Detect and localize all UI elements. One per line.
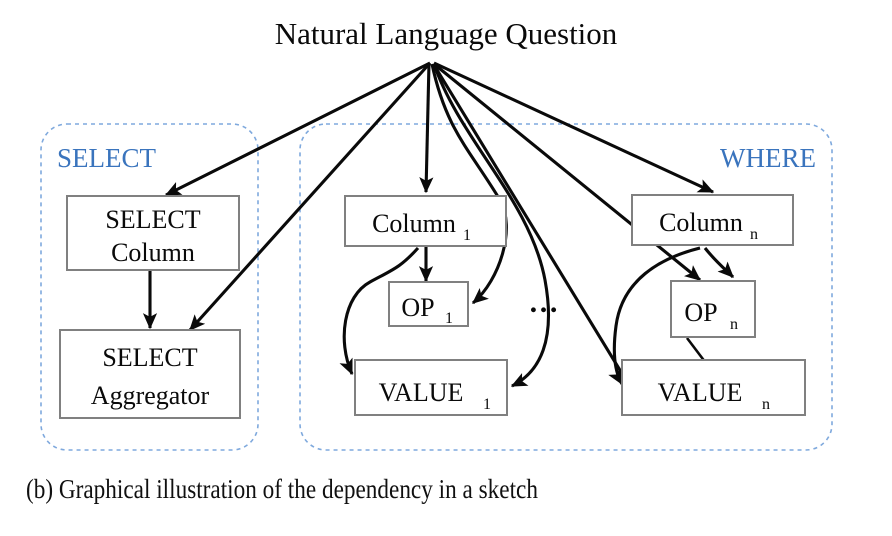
node-column-n-subscript: n bbox=[750, 226, 758, 243]
node-op-1-subscript: 1 bbox=[445, 310, 453, 327]
node-op-1-label: OP bbox=[401, 293, 434, 322]
node-op-n-subscript: n bbox=[730, 316, 738, 333]
node-value-1-subscript: 1 bbox=[483, 396, 491, 413]
node-op-n[interactable]: OP n bbox=[670, 280, 756, 338]
node-box-value-1 bbox=[354, 359, 508, 416]
group-label-select: SELECT bbox=[57, 143, 157, 173]
node-select-column[interactable]: SELECT Column bbox=[66, 195, 240, 271]
edge-column-n-to-value-n bbox=[608, 246, 701, 386]
edge-column-1-to-value-1 bbox=[339, 246, 420, 376]
node-column-n[interactable]: Column n bbox=[631, 194, 794, 246]
edge-question-to-op-1 bbox=[430, 63, 508, 305]
page-title: Natural Language Question bbox=[275, 16, 618, 51]
node-select-column-line1: SELECT bbox=[105, 205, 200, 234]
edge-question-to-value-n bbox=[432, 64, 631, 387]
node-box-op-n bbox=[670, 280, 756, 338]
node-box-select-aggregator bbox=[59, 329, 241, 419]
node-value-1-label: VALUE bbox=[379, 378, 464, 407]
node-column-1[interactable]: Column 1 bbox=[344, 195, 507, 247]
node-select-aggregator[interactable]: SELECT Aggregator bbox=[59, 329, 241, 419]
node-value-n[interactable]: VALUE n bbox=[621, 359, 806, 416]
figure-caption: (b) Graphical illustration of the depend… bbox=[26, 474, 538, 504]
node-select-column-line2: Column bbox=[111, 238, 195, 267]
node-select-aggregator-line1: SELECT bbox=[102, 343, 197, 372]
node-value-1[interactable]: VALUE 1 bbox=[354, 359, 508, 416]
node-select-aggregator-line2: Aggregator bbox=[91, 381, 210, 410]
edge-column-n-to-op-n bbox=[703, 247, 735, 279]
edge-question-to-column-n bbox=[433, 61, 715, 194]
edge-question-to-value-1 bbox=[432, 63, 550, 388]
edge-question-to-select-column bbox=[164, 61, 431, 197]
node-op-n-label: OP bbox=[684, 298, 717, 327]
edge-question-to-column-1 bbox=[419, 62, 434, 194]
node-box-value-n bbox=[621, 359, 806, 416]
node-box-op-1 bbox=[388, 281, 469, 327]
node-op-1[interactable]: OP 1 bbox=[388, 281, 469, 327]
node-box-column-1 bbox=[344, 195, 507, 247]
node-box-select-column bbox=[66, 195, 240, 271]
ellipsis-label: … bbox=[529, 286, 560, 319]
node-column-1-label: Column bbox=[372, 209, 456, 238]
node-value-n-subscript: n bbox=[762, 396, 770, 413]
edge-question-to-select-aggregator bbox=[188, 61, 432, 332]
node-box-column-n bbox=[631, 194, 794, 246]
group-box-select bbox=[40, 123, 259, 451]
node-value-n-label: VALUE bbox=[658, 378, 743, 407]
edge-question-to-op-n bbox=[433, 62, 702, 282]
group-label-where: WHERE bbox=[720, 143, 816, 173]
node-column-1-subscript: 1 bbox=[463, 227, 471, 244]
node-column-n-label: Column bbox=[659, 208, 743, 237]
